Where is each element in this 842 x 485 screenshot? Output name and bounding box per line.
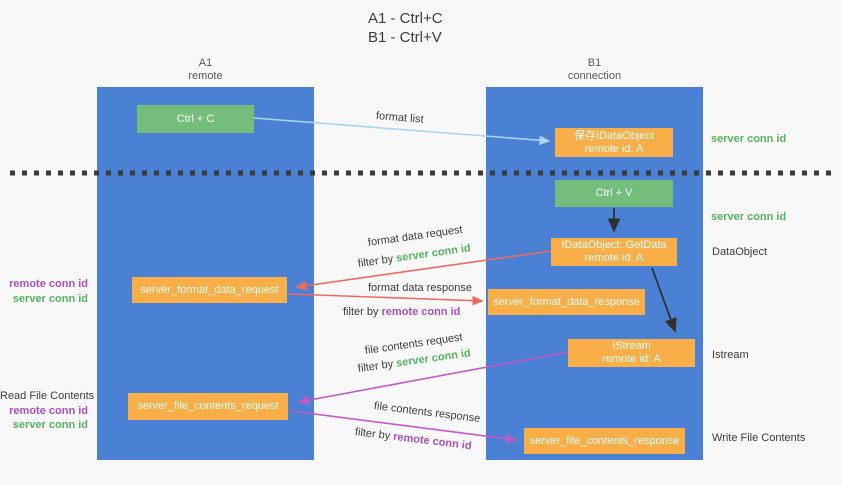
read-file-contents-annotation: Read File Contents: [0, 390, 95, 402]
remote-conn-id-annotation: remote conn id: [9, 404, 88, 417]
server-conn-id-annotation: server conn id: [12, 293, 88, 305]
dataobject-annotation: DataObject: [712, 246, 768, 258]
getdata-line1: IDataObject::GetData: [561, 239, 667, 251]
lane-b1-role: connection: [567, 70, 622, 82]
server-format-data-request-box: server_format_data_request: [132, 277, 287, 303]
server-format-data-response-box: server_format_data_response: [488, 289, 645, 315]
server-conn-id-annotation: server conn id: [12, 419, 88, 431]
server-conn-id-annotation-mid: server conn id: [711, 211, 787, 223]
ctrl-v-box: Ctrl + V: [555, 180, 673, 207]
lane-header-a1: A1 remote: [97, 57, 314, 83]
file-contents-response-arrow: [290, 410, 518, 444]
istream-box: IStream remote id: A: [568, 339, 695, 367]
server-file-contents-request-box: server_file_contents_request: [128, 393, 288, 420]
title-line-2: B1 - Ctrl+V: [368, 29, 442, 46]
save-dataobject-line2: remote id: A: [584, 142, 644, 155]
lane-a1-role: remote: [188, 70, 223, 82]
ctrl-c-box: Ctrl + C: [137, 105, 254, 133]
lane-b1-name: B1: [587, 57, 602, 69]
format-list-arrow: [253, 117, 551, 146]
getdata-box: IDataObject::GetData remote id: A: [551, 238, 677, 266]
title-line-1: A1 - Ctrl+C: [368, 10, 443, 27]
getdata-to-istream-arrow: [651, 267, 677, 333]
format-data-response-filter-label: filter by remote conn id: [343, 306, 460, 318]
ctrl-c-label: Ctrl + C: [176, 112, 215, 125]
file-contents-request-arrow: [297, 351, 569, 405]
format-data-response-arrow: [288, 293, 484, 306]
lane-header-b1: B1 connection: [486, 57, 703, 83]
format-conn-id-annotations: remote conn id server conn id: [0, 277, 88, 307]
server-format-data-response-label: server_format_data_response: [493, 295, 640, 308]
filter-by-text: filter by: [343, 306, 379, 318]
diagram-title: A1 - Ctrl+C B1 - Ctrl+V: [368, 9, 443, 47]
remote-conn-id-text: remote conn id: [381, 306, 461, 318]
format-data-response-label: format data response: [368, 282, 472, 294]
istream-line2: remote id: A: [602, 353, 661, 365]
write-file-contents-annotation: Write File Contents: [712, 432, 806, 444]
lane-a1-name: A1: [198, 57, 213, 69]
istream-annotation: Istream: [712, 349, 749, 361]
getdata-line2: remote id: A: [584, 252, 644, 264]
server-file-contents-request-label: server_file_contents_request: [137, 400, 279, 412]
server-file-contents-response-box: server_file_contents_response: [524, 428, 685, 454]
istream-line1: IStream: [612, 340, 651, 352]
server-conn-id-annotation-top: server conn id: [711, 133, 787, 145]
server-file-contents-response-label: server_file_contents_response: [529, 434, 680, 447]
save-dataobject-line1: 保存IDataObject: [573, 129, 655, 142]
format-data-request-arrow: [295, 250, 552, 291]
file-conn-id-annotations: Read File Contents remote conn id server…: [0, 389, 95, 433]
ctrl-v-label: Ctrl + V: [595, 187, 633, 199]
save-dataobject-box: 保存IDataObject remote id: A: [555, 128, 673, 157]
server-format-data-request-label: server_format_data_request: [140, 283, 279, 296]
remote-conn-id-annotation: remote conn id: [9, 278, 88, 290]
